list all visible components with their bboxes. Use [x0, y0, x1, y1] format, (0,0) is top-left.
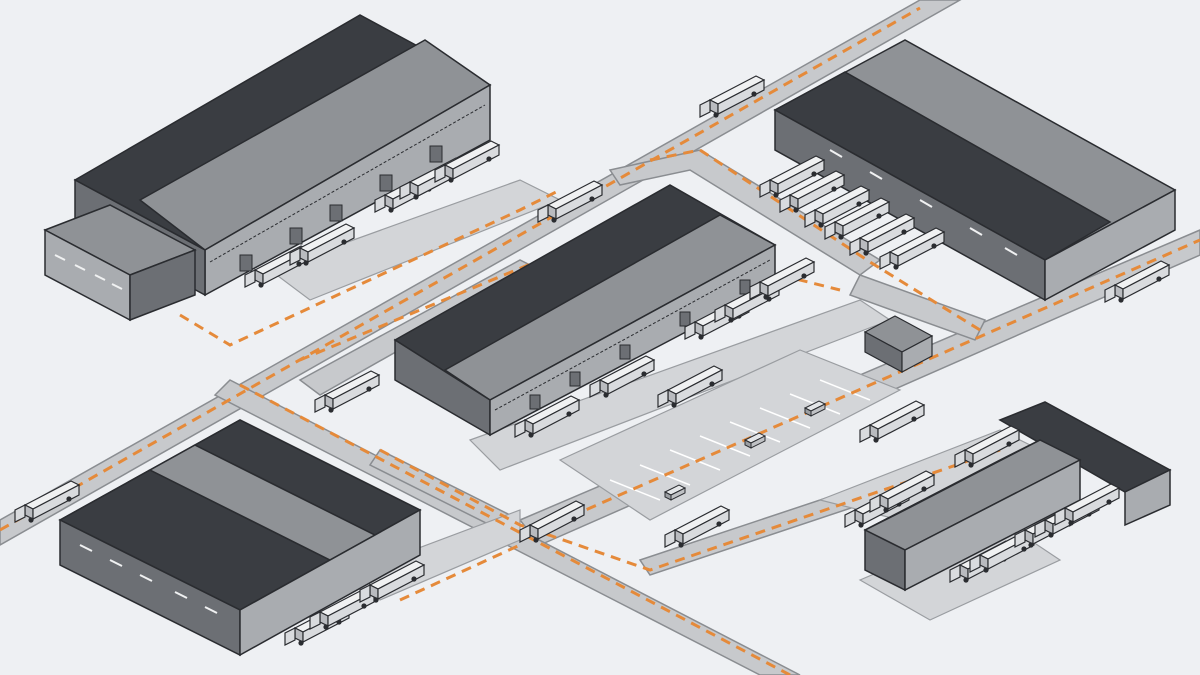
- warehouse-southwest: [58, 419, 422, 657]
- warehouse-southeast: [863, 401, 1172, 592]
- warehouse-central: [393, 184, 777, 437]
- warehouse-northeast: [773, 39, 1177, 302]
- ring-road-east: [848, 274, 987, 341]
- office-annex: [43, 204, 197, 322]
- warehouse-northwest: [43, 14, 492, 322]
- logistics-route: [0, 6, 1200, 675]
- guard-booth: [863, 315, 934, 374]
- parking-lot: [558, 349, 902, 521]
